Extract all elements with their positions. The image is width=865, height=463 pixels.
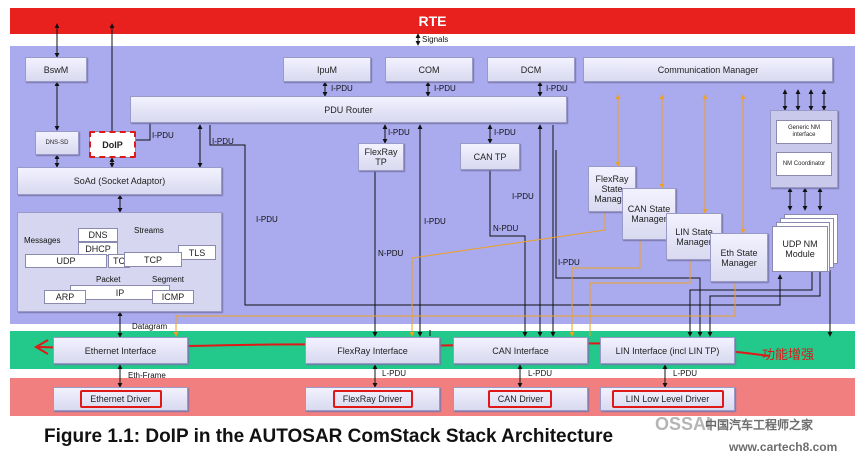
rte-band: RTE [10,8,855,34]
messages-label: Messages [24,236,61,245]
arp-box: ARP [44,290,86,304]
can-if-box: CAN Interface [453,337,588,364]
segment-label: Segment [152,275,185,284]
udp-box: UDP [25,254,107,268]
label-lpdu-fr: L-PDU [382,369,407,378]
eth-sm-box: Eth State Manager [710,233,768,282]
datagram-label: Datagram [132,322,168,331]
eth-if-box: Ethernet Interface [53,337,188,364]
label-ipdu-lin: I-PDU [558,258,580,267]
label-ipdu-left: I-PDU [256,215,278,224]
fr-if-box: FlexRay Interface [305,337,440,364]
comm-box: Communication Manager [583,57,833,82]
eth-drv-highlight [80,390,162,408]
annotation-text: 功能增强 [762,347,815,362]
label-ipdu-can2: I-PDU [512,192,534,201]
pdur-box: PDU Router [130,96,567,123]
dns-box: DNS [78,228,118,242]
label-ipdu-soad: I-PDU [212,137,234,146]
packet-label: Packet [96,275,121,284]
soad-box: SoAd (Socket Adaptor) [17,167,222,195]
can-drv-highlight [488,390,552,408]
tcp-box: TCP [124,252,182,267]
signals-label: Signals [422,35,449,44]
rte-title: RTE [418,13,447,29]
figure-caption: Figure 1.1: DoIP in the AUTOSAR ComStack… [44,426,614,447]
label-ipdu-dcm: I-PDU [546,84,568,93]
bswm-box: BswM [25,57,87,82]
eth-frame-label: Eth-Frame [128,371,166,380]
label-ipdu-doip: I-PDU [152,131,174,140]
label-ipdu-can: I-PDU [494,128,516,137]
watermark-line3: www.cartech8.com [729,440,838,454]
lin-drv-highlight [612,390,724,408]
dcm-box: DCM [487,57,575,82]
icmp-box: ICMP [152,290,194,304]
doip-highlight [89,131,136,158]
label-lpdu-can: L-PDU [528,369,553,378]
label-ipdu-ipum: I-PDU [331,84,353,93]
generic-nm-box: Generic NM interface [776,120,832,144]
label-ipdu-fr: I-PDU [388,128,410,137]
watermark-line1: OSSAI [655,414,712,434]
com-box: COM [385,57,473,82]
label-ipdu-fr2: I-PDU [424,217,446,226]
label-lpdu-lin: L-PDU [673,369,698,378]
tls-box: TLS [178,245,216,260]
flexray-tp-box: FlexRay TP [358,143,404,171]
label-npdu-fr: N-PDU [378,249,404,258]
udp-nm-box: UDP NM Module [772,226,828,272]
watermark: OSSAI 中国汽车工程师之家 www.cartech8.com [655,410,860,460]
dns-sd-box: DNS-SD [35,131,79,155]
ipum-box: IpuM [283,57,371,82]
streams-label: Streams [134,226,164,235]
label-npdu-can: N-PDU [493,224,519,233]
nm-coord-box: NM Coordinator [776,152,832,176]
fr-drv-highlight [333,390,413,408]
lin-if-box: LIN Interface (incl LIN TP) [600,337,735,364]
label-ipdu-com: I-PDU [434,84,456,93]
watermark-line2: 中国汽车工程师之家 [705,418,814,432]
can-tp-box: CAN TP [460,143,520,170]
